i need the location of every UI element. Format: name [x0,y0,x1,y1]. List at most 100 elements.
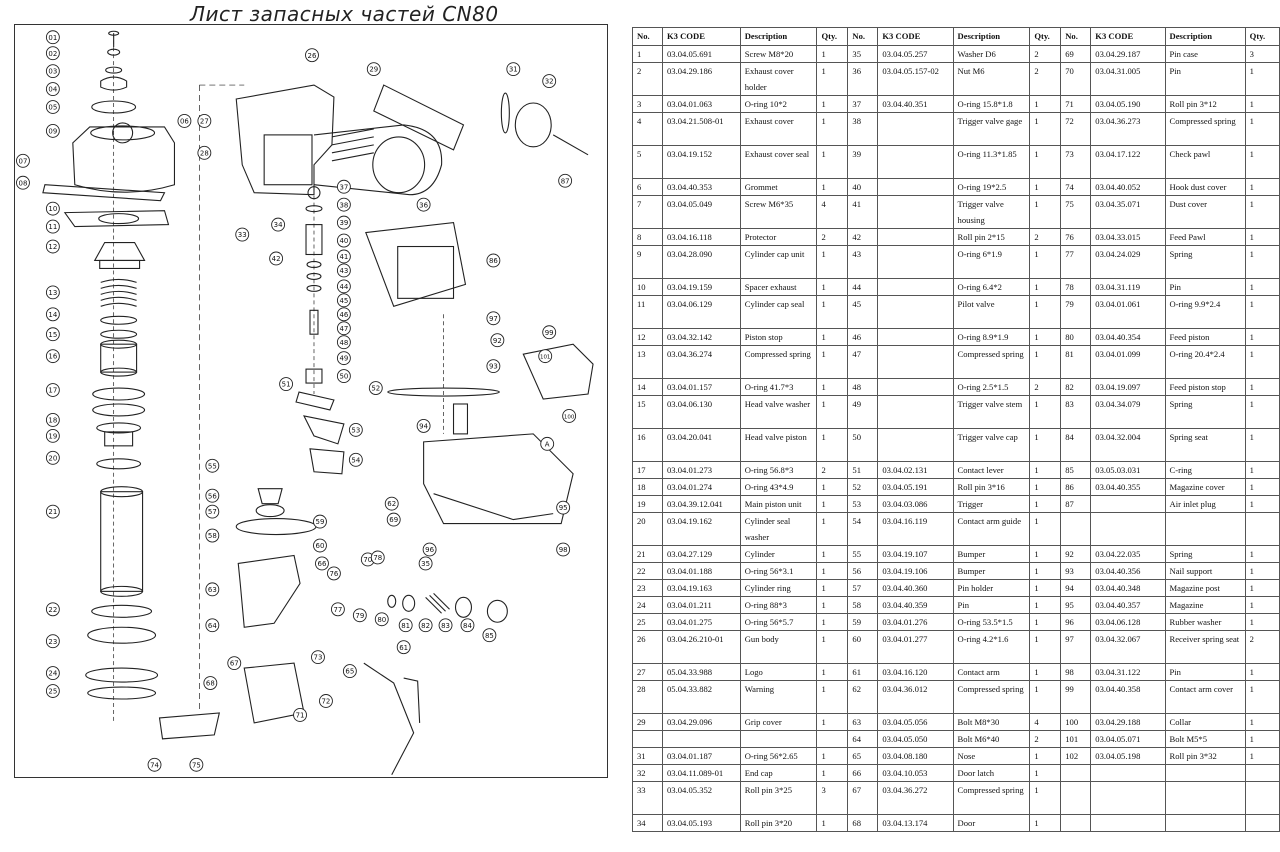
callout-06: 06 [177,114,192,128]
callout-11: 11 [45,219,60,234]
callout-87: 87 [558,173,573,188]
table-cell [1164,814,1246,832]
callout-51: 51 [279,377,294,391]
table-cell: 03.04.01.099 [1090,345,1166,379]
table-cell: 03.04.05.056 [877,713,954,731]
table-cell: 03.04.01.276 [877,613,954,631]
table-cell: 65 [847,747,879,765]
table-cell: O-ring 15.8*1.8 [952,95,1031,113]
table-cell: 1 [1029,596,1062,614]
table-cell: 03.04.39.12.041 [661,495,741,513]
table-cell: 37 [847,95,879,113]
callout-100: 100 [562,409,577,423]
table-cell: Pin [1164,663,1246,681]
callout-18: 18 [45,413,60,427]
table-cell: O-ring 6.4*2 [952,278,1031,296]
table-cell: Roll pin 3*12 [1164,95,1246,113]
table-cell: 1 [1244,112,1280,146]
table-cell: 44 [847,278,879,296]
callout-38: 38 [336,197,351,212]
table-cell: 03.04.05.191 [877,478,954,496]
table-cell: 03.04.05.071 [1090,730,1166,748]
table-cell [877,328,954,346]
callout-58: 58 [205,528,220,543]
callout-57: 57 [205,504,220,519]
callout-17: 17 [45,383,60,397]
callout-60: 60 [313,538,327,553]
table-cell: Logo [739,663,818,681]
table-cell: 03.04.01.211 [661,596,741,614]
table-cell: 1 [1029,295,1062,329]
callout-16: 16 [45,349,60,364]
table-cell: Door latch [952,764,1031,782]
table-cell: Check pawl [1164,145,1246,179]
table-cell: 1 [816,428,849,462]
table-cell: 1 [1244,395,1280,429]
table-cell: Pin [1164,278,1246,296]
table-cell: 94 [1060,579,1092,597]
callout-81: 81 [398,618,413,633]
table-cell: 3 [816,781,849,815]
callout-75: 75 [189,757,204,772]
callout-A: A [540,436,555,451]
table-cell: Cylinder [739,545,818,563]
table-cell: 1 [816,345,849,379]
table-cell: 1 [1244,378,1280,396]
table-cell: 03.04.22.035 [1090,545,1166,563]
table-cell: 4 [1029,713,1062,731]
callout-35: 35 [418,556,433,571]
table-cell: Nose [952,747,1031,765]
table-cell: 23 [632,579,663,597]
callout-31: 31 [506,62,521,77]
table-cell: 03.04.19.163 [661,579,741,597]
table-cell: Warning [739,680,818,714]
table-cell: Piston stop [739,328,818,346]
callout-number: 72 [322,698,331,706]
table-cell: 18 [632,478,663,496]
table-cell: 1 [1029,395,1062,429]
table-cell: 03.04.36.273 [1090,112,1166,146]
table-cell: 1 [1244,145,1280,179]
table-cell: 39 [847,145,879,179]
table-cell: Contact arm [952,663,1031,681]
table-cell: 3 [632,95,663,113]
table-cell: 1 [1029,112,1062,146]
callout-19: 19 [45,428,60,443]
callout-44: 44 [336,279,351,294]
callout-number: 53 [351,426,360,434]
table-cell: 1 [816,378,849,396]
table-cell: 43 [847,245,879,279]
table-cell: 29 [632,713,663,731]
table-cell: 78 [1060,278,1092,296]
table-cell: 17 [632,461,663,479]
callout-83: 83 [438,618,453,633]
callout-number: 20 [48,454,57,462]
callout-number: 100 [564,415,575,421]
table-cell: Bolt M8*30 [952,713,1031,731]
table-cell: 03.04.01.275 [661,613,741,631]
callout-labels: 0102030405060708091011121314151617181920… [16,30,577,772]
table-cell: 03.04.40.357 [1090,596,1166,614]
table-cell: 20 [632,512,663,546]
callout-43: 43 [336,263,351,278]
table-cell: 35 [847,45,879,63]
callout-number: 60 [316,542,325,550]
table-cell: 67 [847,781,879,815]
callout-number: 74 [150,761,159,769]
table-cell: Trigger valve housing [952,195,1031,229]
table-cell: 03.04.16.120 [877,663,954,681]
table-cell: Contact arm guide [952,512,1031,546]
table-cell: 1 [1244,730,1280,748]
table-cell: 72 [1060,112,1092,146]
table-cell: 1 [1244,613,1280,631]
table-cell [877,228,954,246]
table-cell: 75 [1060,195,1092,229]
table-cell: 48 [847,378,879,396]
callout-12: 12 [45,239,60,254]
table-cell: Trigger [952,495,1031,513]
